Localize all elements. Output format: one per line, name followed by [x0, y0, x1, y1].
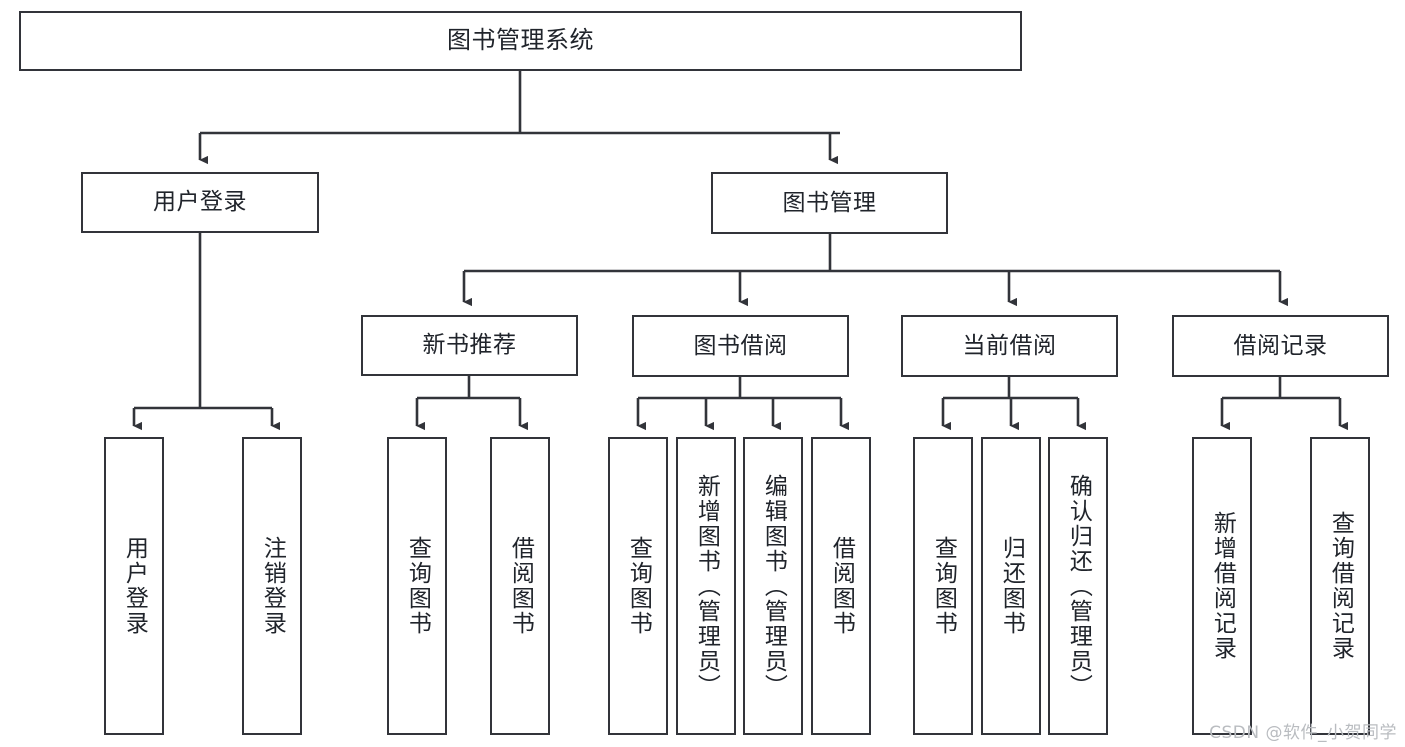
node-book-management[interactable]: 图书管理 — [711, 172, 948, 234]
node-label: 确认归还（管理员） — [1065, 473, 1092, 699]
node-borrow-record[interactable]: 借阅记录 — [1172, 315, 1389, 377]
node-label: 查询图书 — [930, 536, 957, 636]
leaf-borrow-borrow-book[interactable]: 借阅图书 — [811, 437, 871, 735]
leaf-borrow-query-book[interactable]: 查询图书 — [608, 437, 668, 735]
node-label: 借阅记录 — [1233, 332, 1328, 359]
node-label: 注销登录 — [259, 536, 286, 636]
node-label: 编辑图书（管理员） — [760, 473, 787, 699]
node-root-system[interactable]: 图书管理系统 — [19, 11, 1022, 71]
leaf-newbook-borrow-book[interactable]: 借阅图书 — [490, 437, 550, 735]
node-label: 新书推荐 — [422, 332, 517, 359]
node-label: 用户登录 — [121, 536, 148, 636]
node-label: 图书管理 — [782, 189, 877, 216]
node-label: 新增图书（管理员） — [693, 473, 720, 699]
node-label: 查询图书 — [404, 536, 431, 636]
leaf-record-query-record[interactable]: 查询借阅记录 — [1310, 437, 1370, 735]
node-label: 查询借阅记录 — [1327, 511, 1354, 661]
node-label: 归还图书 — [998, 536, 1025, 636]
leaf-user-login[interactable]: 用户登录 — [104, 437, 164, 735]
leaf-borrow-edit-book-admin[interactable]: 编辑图书（管理员） — [743, 437, 803, 735]
node-label: 用户登录 — [153, 189, 247, 216]
node-label: 图书借阅 — [693, 332, 788, 359]
watermark: CSDN @软件_小贺同学 — [1209, 723, 1397, 743]
node-label: 借阅图书 — [828, 536, 855, 636]
leaf-current-query-book[interactable]: 查询图书 — [913, 437, 973, 735]
node-label: 当前借阅 — [962, 332, 1057, 359]
leaf-record-add-record[interactable]: 新增借阅记录 — [1192, 437, 1252, 735]
node-book-borrow[interactable]: 图书借阅 — [632, 315, 849, 377]
node-user-login[interactable]: 用户登录 — [81, 172, 319, 233]
leaf-newbook-query-book[interactable]: 查询图书 — [387, 437, 447, 735]
node-label: 借阅图书 — [507, 536, 534, 636]
leaf-current-confirm-return-admin[interactable]: 确认归还（管理员） — [1048, 437, 1108, 735]
node-label: 新增借阅记录 — [1209, 511, 1236, 661]
node-new-book-recommend[interactable]: 新书推荐 — [361, 315, 578, 376]
node-label: 查询图书 — [625, 536, 652, 636]
leaf-borrow-add-book-admin[interactable]: 新增图书（管理员） — [676, 437, 736, 735]
node-label: 图书管理系统 — [447, 26, 594, 55]
leaf-current-return-book[interactable]: 归还图书 — [981, 437, 1041, 735]
node-current-borrow[interactable]: 当前借阅 — [901, 315, 1118, 377]
leaf-logout[interactable]: 注销登录 — [242, 437, 302, 735]
